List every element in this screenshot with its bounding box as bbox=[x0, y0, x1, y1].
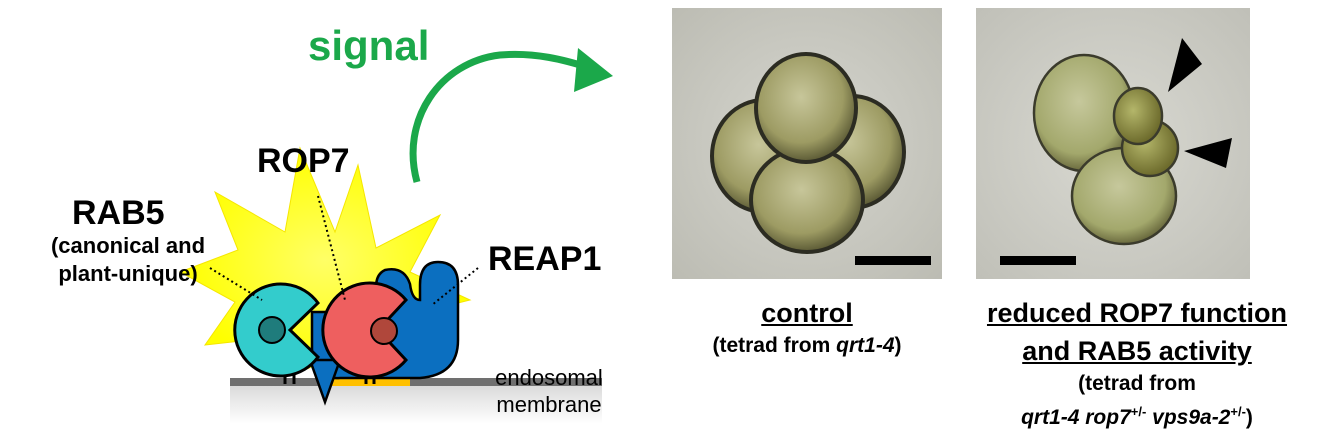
rab5-description-line2: plant-unique) bbox=[58, 261, 198, 286]
reap1-tail bbox=[308, 358, 342, 406]
membrane-shade bbox=[230, 384, 602, 424]
genotype-sup-b: +/- bbox=[1230, 404, 1246, 419]
control-genotype: qrt1-4 bbox=[836, 334, 895, 357]
control-title: control bbox=[761, 298, 853, 328]
rop7-nucleotide bbox=[370, 317, 398, 345]
rab5-description-line1: (canonical and bbox=[50, 233, 206, 258]
arrowhead-marker-lower bbox=[1184, 138, 1232, 168]
rop7-protein bbox=[321, 281, 408, 379]
mutant-genotype: qrt1-4 rop7+/- vps9a-2+/-) bbox=[950, 398, 1324, 432]
mutant-title-line2: and RAB5 activity bbox=[1022, 336, 1252, 366]
mutant-subtitle-line1: (tetrad from bbox=[1078, 372, 1196, 395]
rab5-label: RAB5 bbox=[72, 194, 165, 232]
genotype-part-a: qrt1-4 rop7 bbox=[1021, 406, 1131, 429]
arrowhead-marker-upper bbox=[1168, 38, 1202, 92]
mutant-micrograph bbox=[976, 8, 1250, 279]
signaling-diagram bbox=[178, 48, 613, 424]
membrane-label-line2: membrane bbox=[496, 392, 602, 417]
scale-bar bbox=[855, 256, 931, 265]
control-subtitle: (tetrad from qrt1-4) bbox=[650, 332, 964, 360]
endosomal-membrane bbox=[230, 378, 602, 386]
tetrad-pollen bbox=[1032, 53, 1180, 246]
control-sub-suffix: ) bbox=[894, 334, 902, 357]
control-micrograph bbox=[672, 8, 942, 279]
signal-arrowhead bbox=[574, 48, 613, 92]
genotype-part-b: vps9a-2 bbox=[1146, 406, 1231, 429]
rab5-description: (canonical and plant-unique) bbox=[16, 232, 240, 288]
control-sub-prefix: (tetrad from bbox=[712, 334, 837, 357]
scale-bar bbox=[1000, 256, 1076, 265]
membrane-active-region bbox=[330, 378, 410, 386]
mutant-title-line1: reduced ROP7 function bbox=[986, 298, 1288, 328]
genotype-sup-a: +/- bbox=[1130, 404, 1147, 419]
rab5-nucleotide bbox=[258, 316, 286, 344]
signal-arrow bbox=[409, 50, 592, 183]
mutant-caption: reduced ROP7 function and RAB5 activity … bbox=[950, 294, 1324, 432]
membrane-label: endosomal membrane bbox=[474, 364, 624, 418]
rop7-label: ROP7 bbox=[257, 142, 350, 180]
signal-label: signal bbox=[308, 22, 430, 69]
leader-lines bbox=[209, 195, 479, 306]
genotype-end: ) bbox=[1245, 406, 1253, 429]
membrane-label-line1: endosomal bbox=[495, 365, 603, 390]
reap1-label: REAP1 bbox=[488, 240, 602, 278]
tetrad-pollen bbox=[710, 52, 906, 254]
control-caption: control (tetrad from qrt1-4) bbox=[650, 294, 964, 360]
